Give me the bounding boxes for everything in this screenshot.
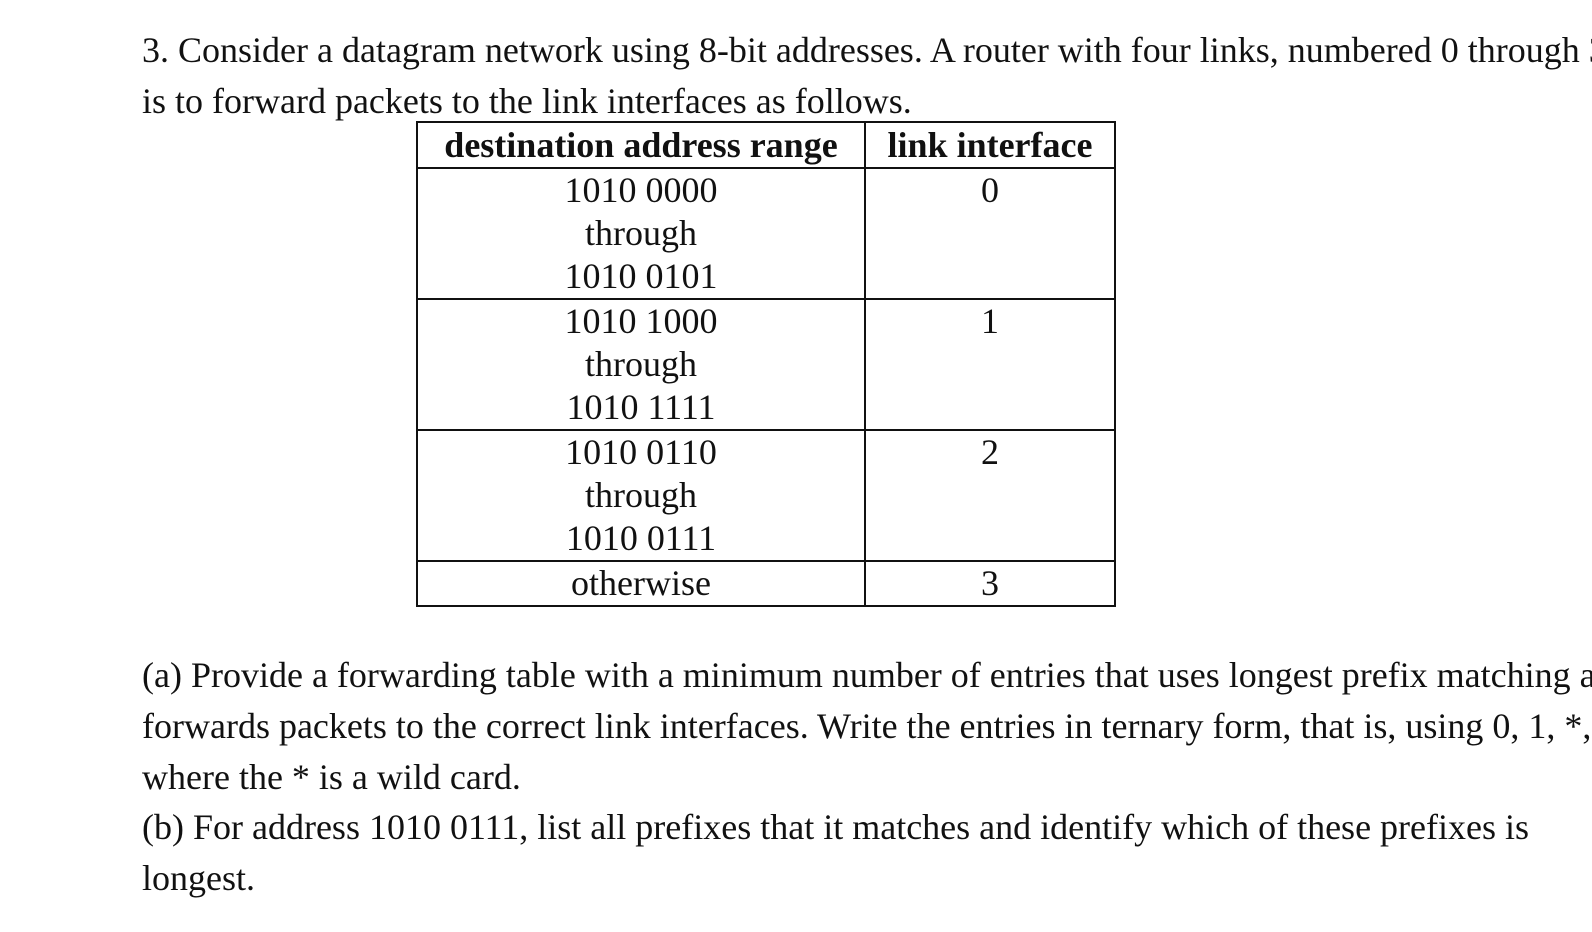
range-cell: 1010 0000 through 1010 0101 [416, 167, 866, 300]
range-start: 1010 1000 [564, 301, 718, 341]
header-destination-address-range: destination address range [416, 121, 866, 169]
range-cell: 1010 0110 through 1010 0111 [416, 429, 866, 562]
question-part-a: (a) Provide a forwarding table with a mi… [142, 655, 1592, 797]
range-start: 1010 0000 [564, 170, 718, 210]
range-cell: 1010 1000 through 1010 1111 [416, 298, 866, 431]
range-cell-otherwise: otherwise [416, 560, 866, 607]
range-end: 1010 0101 [564, 256, 718, 296]
table-header-row: destination address range link interface [416, 121, 1116, 169]
forwarding-range-table: destination address range link interface… [416, 121, 1116, 607]
link-interface-cell: 0 [864, 167, 1116, 300]
range-end: 1010 1111 [566, 387, 716, 427]
header-link-interface: link interface [864, 121, 1116, 169]
range-start: 1010 0110 [565, 432, 717, 472]
range-through: through [585, 344, 697, 384]
question-part-b: (b) For address 1010 0111, list all pref… [142, 807, 1530, 898]
range-end: 1010 0111 [565, 518, 717, 558]
link-interface-cell: 1 [864, 298, 1116, 431]
range-through: through [585, 213, 697, 253]
table-row: 1010 0000 through 1010 0101 0 [416, 167, 1116, 300]
problem-intro: 3. Consider a datagram network using 8-b… [142, 30, 1592, 121]
table-row-otherwise: otherwise 3 [416, 560, 1116, 607]
range-through: through [585, 475, 697, 515]
link-interface-cell: 2 [864, 429, 1116, 562]
table-row: 1010 1000 through 1010 1111 1 [416, 298, 1116, 431]
link-interface-cell: 3 [864, 560, 1116, 607]
table-row: 1010 0110 through 1010 0111 2 [416, 429, 1116, 562]
